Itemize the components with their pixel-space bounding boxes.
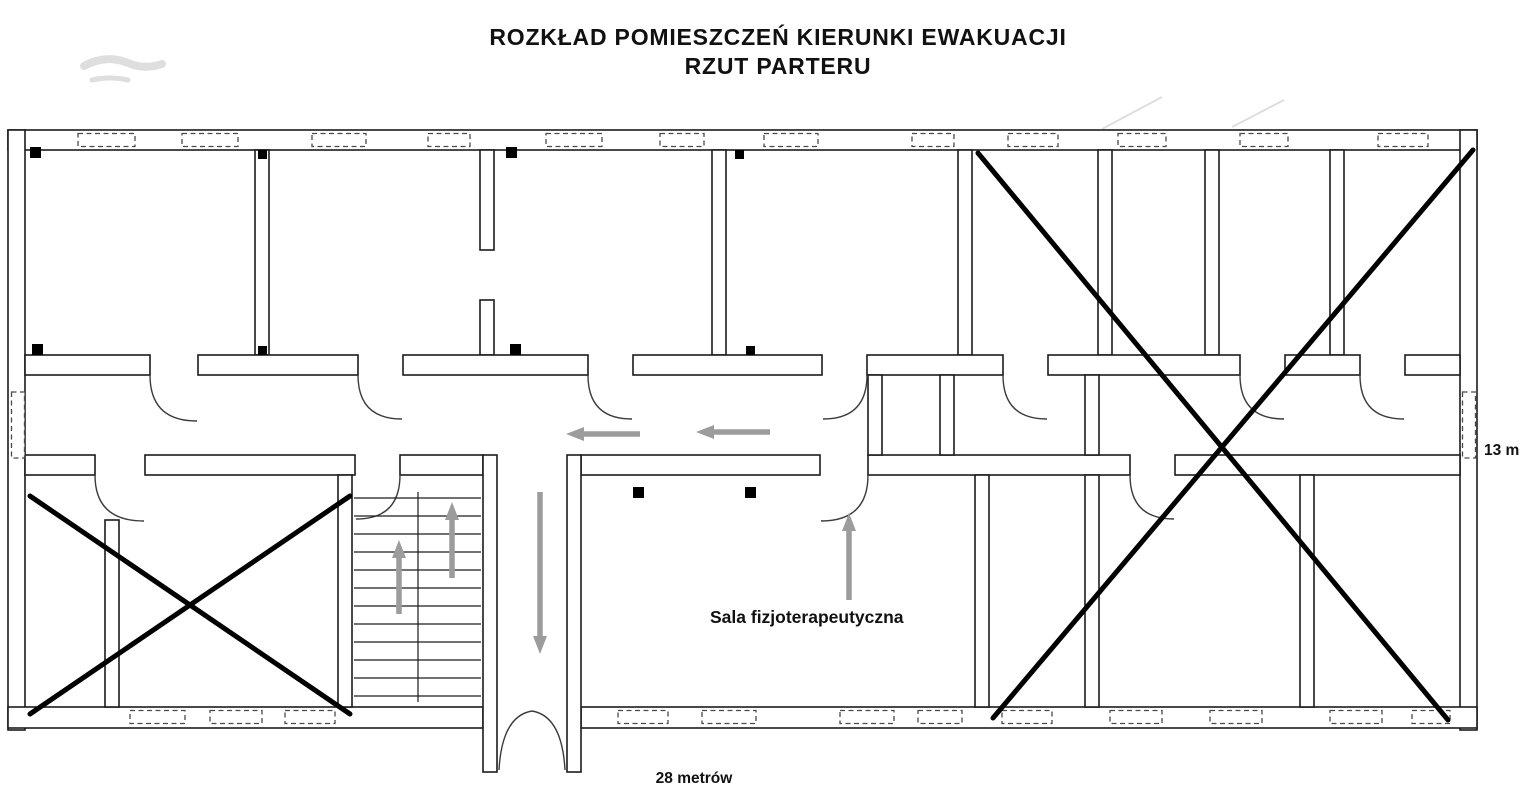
crossed-out-room-left	[27, 493, 353, 717]
wall-markers	[30, 147, 756, 498]
physio-room-label: Sala fizjoterapeutyczna	[710, 607, 904, 627]
door-arcs	[94, 374, 1405, 522]
depth-dimension-label: 13 m	[1484, 442, 1519, 459]
evacuation-arrow-exit-down	[533, 492, 547, 654]
windows	[10, 132, 1477, 725]
staircase	[354, 492, 481, 702]
evacuation-arrow-corridor-left-2	[696, 425, 770, 439]
interior-walls	[24, 149, 1461, 773]
evacuation-arrow-corridor-left-1	[566, 427, 640, 441]
entrance-door-arch	[498, 710, 566, 771]
evacuation-arrow-stairs-2	[445, 502, 459, 578]
crossed-out-area-right	[975, 147, 1476, 723]
scan-artifacts	[80, 55, 1285, 130]
title-line-2: RZUT PARTERU	[685, 53, 872, 79]
evacuation-arrows	[392, 425, 856, 654]
evacuation-arrow-stairs-1	[392, 540, 406, 614]
width-dimension-label: 28 metrów	[656, 770, 734, 787]
evacuation-arrow-physio-room	[842, 513, 856, 600]
title-line-1: ROZKŁAD POMIESZCZEŃ KIERUNKI EWAKUACJI	[489, 23, 1066, 50]
